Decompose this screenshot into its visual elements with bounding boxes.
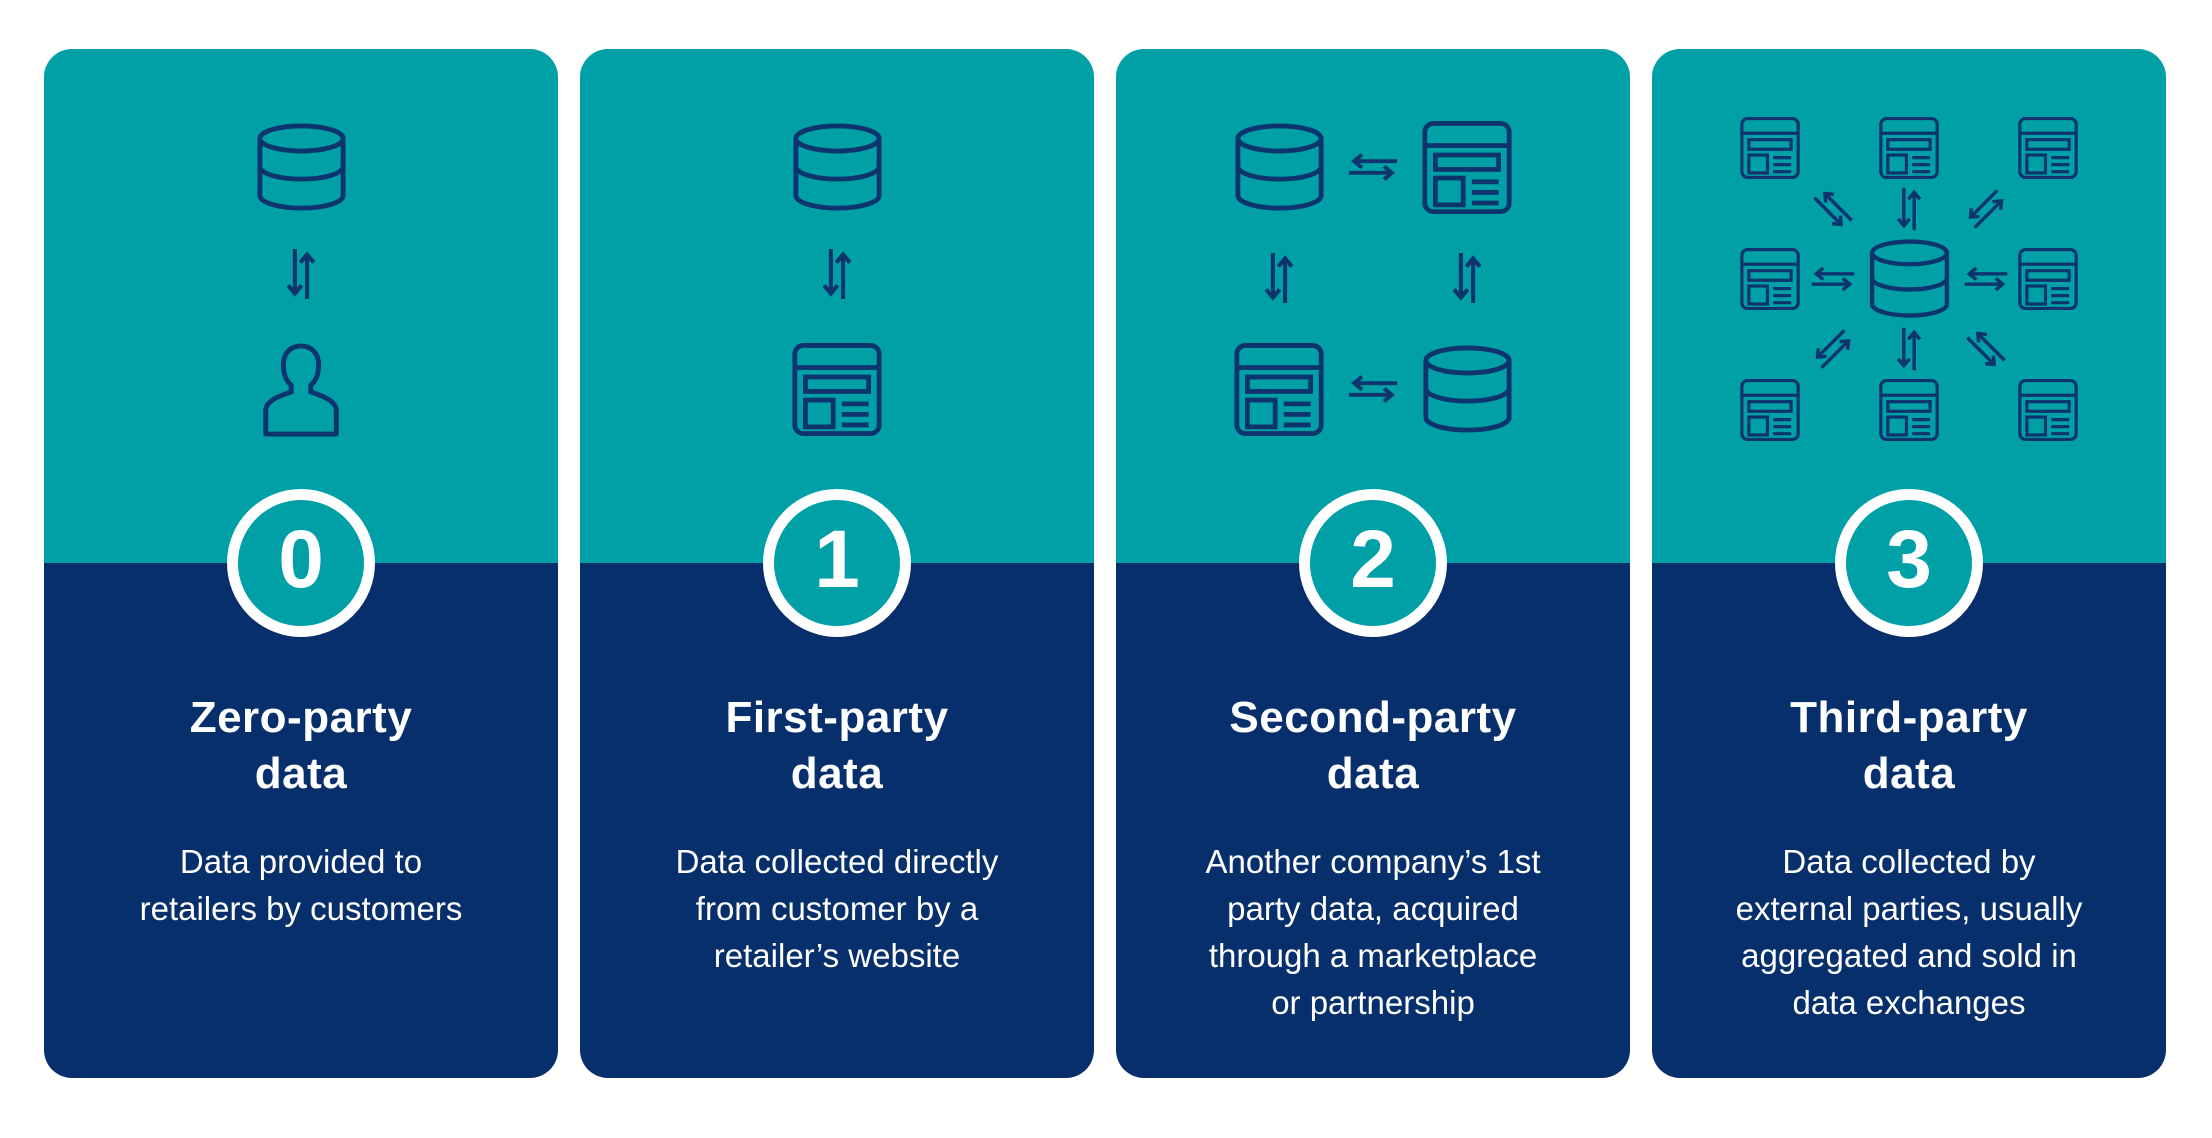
exchange-arrows-horizontal-icon — [1963, 266, 2009, 292]
exchange-arrows-vertical-icon — [286, 247, 316, 301]
step-number: 3 — [1886, 514, 1932, 605]
company-to-company-exchange-diagram — [1231, 118, 1516, 438]
website-icon — [2017, 116, 2079, 180]
database-icon — [1419, 345, 1516, 434]
customer-icon — [254, 341, 348, 439]
step-number: 1 — [814, 514, 860, 605]
step-number: 2 — [1350, 514, 1396, 605]
exchange-arrows-diagonal-icon — [1807, 184, 1858, 235]
website-icon — [1739, 247, 1801, 311]
website-icon — [1739, 116, 1801, 180]
exchange-arrows-horizontal-icon — [1347, 152, 1399, 182]
database-website-exchange-diagram — [789, 49, 886, 438]
exchange-arrows-diagonal-icon — [1807, 324, 1858, 375]
exchange-arrows-vertical-icon — [1264, 251, 1294, 305]
second-party-illustration-area — [1116, 49, 1630, 563]
database-icon — [253, 123, 350, 212]
exchange-arrows-horizontal-icon — [1810, 266, 1856, 292]
website-icon — [1878, 378, 1940, 442]
website-icon — [791, 341, 883, 438]
exchange-arrows-horizontal-icon — [1347, 374, 1399, 404]
data-exchange-hub-diagram — [1739, 117, 2079, 441]
website-icon — [2017, 247, 2079, 311]
exchange-arrows-diagonal-icon — [1960, 324, 2011, 375]
website-icon — [1233, 341, 1325, 438]
database-icon — [789, 123, 886, 212]
step-number-badge: 1 — [763, 489, 911, 637]
exchange-arrows-vertical-icon — [1896, 326, 1922, 372]
website-icon — [2017, 378, 2079, 442]
step-number: 0 — [278, 514, 324, 605]
exchange-arrows-vertical-icon — [1896, 186, 1922, 232]
third-party-illustration-area — [1652, 49, 2166, 563]
database-customer-exchange-diagram — [253, 49, 350, 439]
first-party-illustration-area — [580, 49, 1094, 563]
website-icon — [1878, 116, 1940, 180]
website-icon — [1421, 119, 1513, 216]
exchange-arrows-vertical-icon — [1452, 251, 1482, 305]
website-icon — [1739, 378, 1801, 442]
zero-party-illustration-area — [44, 49, 558, 563]
database-icon — [1866, 239, 1953, 319]
step-number-badge: 0 — [227, 489, 375, 637]
step-number-badge: 2 — [1299, 489, 1447, 637]
database-icon — [1231, 123, 1328, 212]
step-number-badge: 3 — [1835, 489, 1983, 637]
exchange-arrows-vertical-icon — [822, 247, 852, 301]
exchange-arrows-diagonal-icon — [1960, 184, 2011, 235]
